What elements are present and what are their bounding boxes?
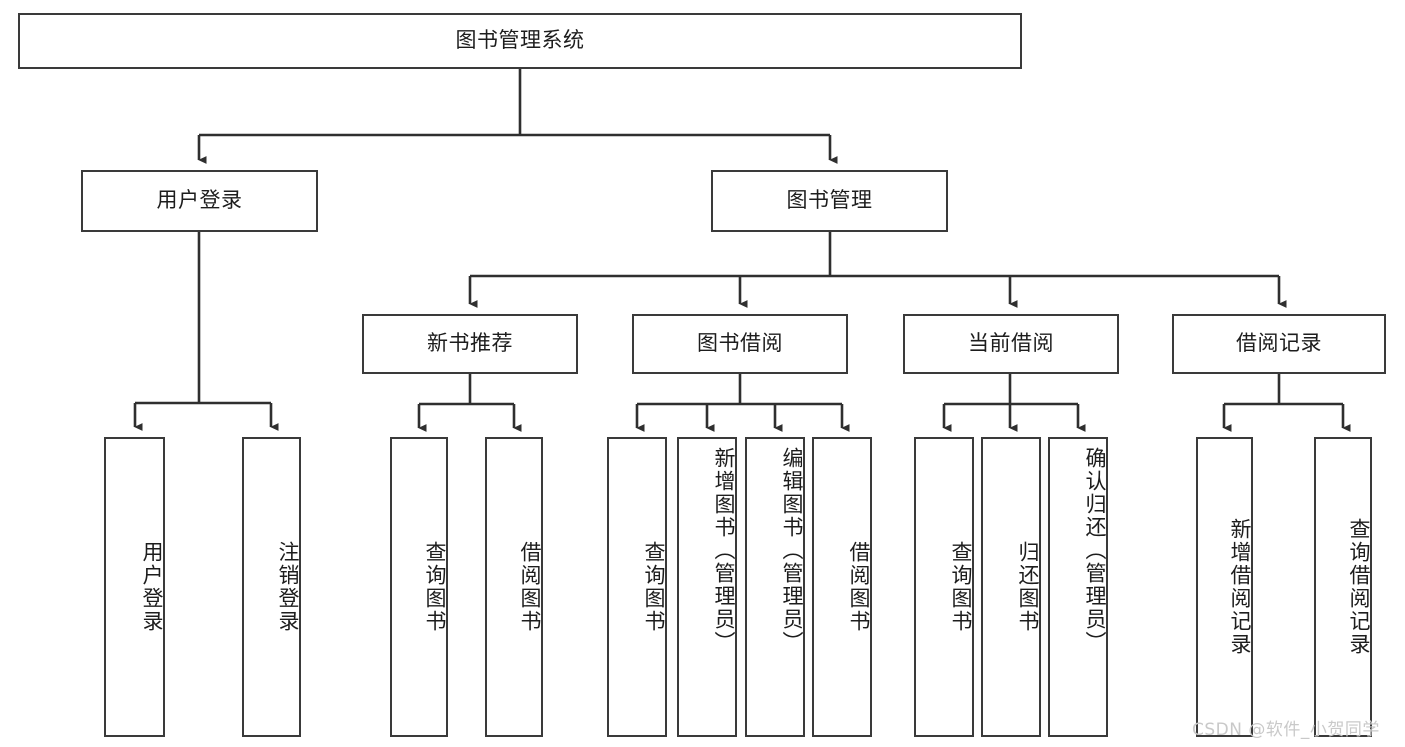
node-borrow-records-label: 借阅记录	[1236, 331, 1322, 356]
node-user-login-label: 用户登录	[156, 188, 243, 213]
node-leaf-cur-confirm-return[interactable]: 确认归还（管理员）	[1048, 437, 1108, 737]
node-user-login[interactable]: 用户登录	[81, 170, 318, 232]
node-new-book-recommend-label: 新书推荐	[427, 331, 513, 356]
node-borrow-records[interactable]: 借阅记录	[1172, 314, 1386, 374]
node-leaf-rec-borrow-book-label: 借阅图书	[518, 541, 542, 633]
node-leaf-user-logout[interactable]: 注销登录	[242, 437, 301, 737]
node-leaf-user-logout-label: 注销登录	[276, 541, 300, 633]
node-current-borrow[interactable]: 当前借阅	[903, 314, 1119, 374]
node-leaf-borrow-query-book[interactable]: 查询图书	[607, 437, 667, 737]
node-leaf-borrow-add-book-label: 新增图书（管理员）	[712, 447, 736, 654]
node-leaf-borrow-borrow-book[interactable]: 借阅图书	[812, 437, 872, 737]
node-leaf-rec-query-record[interactable]: 查询借阅记录	[1314, 437, 1372, 737]
node-leaf-borrow-borrow-book-label: 借阅图书	[847, 541, 871, 633]
node-leaf-borrow-add-book[interactable]: 新增图书（管理员）	[677, 437, 737, 737]
node-leaf-cur-return-book[interactable]: 归还图书	[981, 437, 1041, 737]
node-leaf-user-login-label: 用户登录	[140, 541, 164, 633]
node-leaf-rec-query-record-label: 查询借阅记录	[1347, 518, 1371, 656]
node-leaf-borrow-edit-book[interactable]: 编辑图书（管理员）	[745, 437, 805, 737]
node-leaf-rec-borrow-book[interactable]: 借阅图书	[485, 437, 543, 737]
node-leaf-rec-query-book[interactable]: 查询图书	[390, 437, 448, 737]
node-leaf-cur-confirm-return-label: 确认归还（管理员）	[1083, 447, 1107, 654]
node-leaf-cur-query-book[interactable]: 查询图书	[914, 437, 974, 737]
node-leaf-user-login[interactable]: 用户登录	[104, 437, 165, 737]
node-leaf-cur-query-book-label: 查询图书	[949, 541, 973, 633]
node-book-manage-label: 图书管理	[786, 188, 873, 213]
node-leaf-cur-return-book-label: 归还图书	[1016, 541, 1040, 633]
node-root-label: 图书管理系统	[455, 28, 585, 53]
node-root[interactable]: 图书管理系统	[18, 13, 1022, 69]
node-leaf-rec-add-record-label: 新增借阅记录	[1228, 518, 1252, 656]
node-current-borrow-label: 当前借阅	[968, 331, 1054, 356]
node-leaf-borrow-edit-book-label: 编辑图书（管理员）	[780, 447, 804, 654]
node-book-borrow[interactable]: 图书借阅	[632, 314, 848, 374]
node-leaf-borrow-query-book-label: 查询图书	[642, 541, 666, 633]
node-new-book-recommend[interactable]: 新书推荐	[362, 314, 578, 374]
node-book-manage[interactable]: 图书管理	[711, 170, 948, 232]
node-leaf-rec-query-book-label: 查询图书	[423, 541, 447, 633]
node-book-borrow-label: 图书借阅	[697, 331, 783, 356]
csdn-watermark: CSDN @软件_小贺同学	[1192, 720, 1380, 740]
node-leaf-rec-add-record[interactable]: 新增借阅记录	[1196, 437, 1253, 737]
